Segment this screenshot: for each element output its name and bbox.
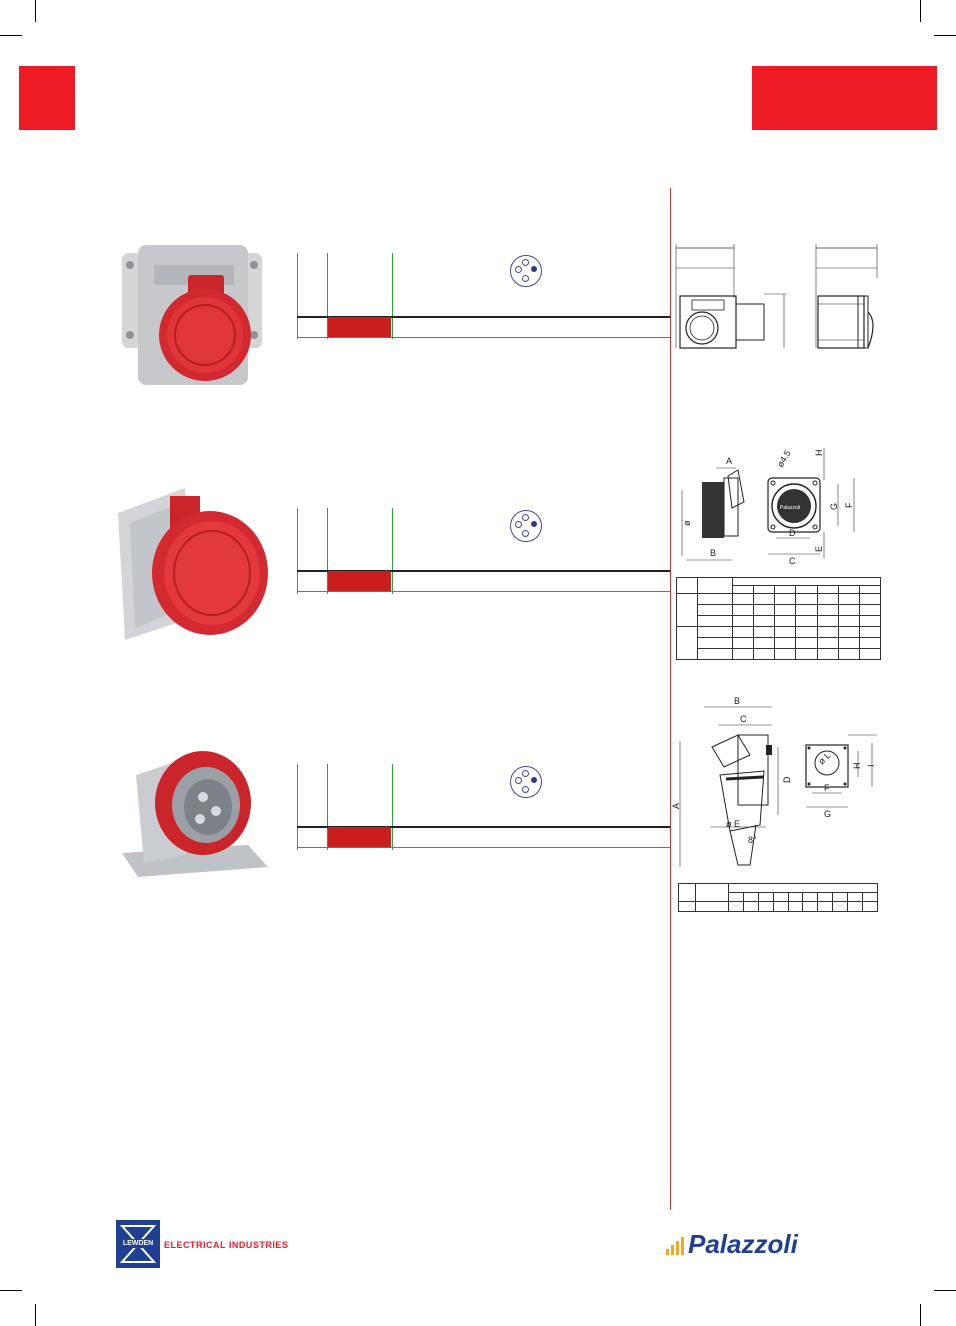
product-photo-surface-socket	[110, 235, 275, 395]
pin-layout-icon	[510, 255, 542, 287]
column-divider	[670, 188, 671, 1210]
header-tab-right	[752, 66, 937, 130]
product-photo-appliance-inlet	[108, 735, 273, 890]
lewden-logo: LEWDEN	[116, 1220, 160, 1268]
dim-label-d: D	[789, 528, 796, 538]
spec-block-1	[297, 253, 670, 339]
crop-mark	[35, 0, 36, 22]
spec-red-cell	[328, 317, 391, 337]
dim-label-h: H	[814, 450, 824, 457]
dim-label-a: A	[726, 456, 732, 466]
dim-label-hole: ø4.5	[775, 448, 793, 469]
dim-label-c: C	[789, 556, 796, 566]
dim-label-diameter: ø	[682, 520, 692, 526]
dim-label-angle: 8°	[748, 835, 757, 845]
dim-label-a: A	[672, 803, 681, 809]
dimension-drawing-panel-socket: A ø B Palazzoli ø4.5 D C H G F E	[681, 448, 855, 566]
pin-layout-icon	[510, 766, 542, 798]
spec-red-cell	[328, 571, 391, 591]
drawing-brand: Palazzoli	[780, 505, 800, 511]
dim-label-g: G	[824, 809, 831, 819]
palazzoli-bars-icon	[666, 1237, 684, 1255]
dim-label-b: B	[710, 548, 716, 558]
dim-label-d: D	[782, 776, 792, 783]
dim-label-b: B	[734, 696, 740, 706]
dim-label-diameter-e: ø E	[726, 819, 740, 829]
pin-layout-icon	[510, 510, 542, 542]
spec-block-3	[297, 764, 670, 850]
dimension-table-panel-socket	[676, 577, 882, 660]
crop-mark	[920, 0, 921, 22]
dimension-drawing-surface-socket	[675, 244, 878, 349]
dim-label-g: G	[829, 503, 839, 510]
dimension-drawing-appliance-inlet: B C A D ø E 8° ø L H I F G	[672, 696, 877, 867]
lewden-name: LEWDEN	[116, 1239, 160, 1248]
crop-mark	[0, 35, 22, 36]
dim-label-c: C	[740, 714, 747, 724]
dim-label-diameter-l: ø L	[816, 750, 832, 766]
crop-mark	[920, 1304, 921, 1326]
dim-label-f: F	[824, 783, 830, 793]
crop-mark	[934, 1290, 956, 1291]
dim-label-h: H	[852, 763, 862, 770]
dim-label-i: I	[866, 764, 876, 767]
crop-mark	[35, 1304, 36, 1326]
lewden-tagline: ELECTRICAL INDUSTRIES	[164, 1240, 289, 1250]
header-tab-left	[19, 66, 75, 130]
spec-red-cell	[328, 827, 391, 847]
spec-block-2	[297, 508, 670, 594]
dim-label-e: E	[814, 546, 824, 552]
crop-mark	[934, 35, 956, 36]
lewden-mark-icon	[119, 1225, 157, 1263]
dim-label-f: F	[844, 502, 854, 508]
dimension-table-appliance-inlet	[678, 883, 878, 912]
product-photo-panel-socket	[100, 478, 280, 643]
palazzoli-name: Palazzoli	[688, 1229, 798, 1259]
crop-mark	[0, 1290, 22, 1291]
